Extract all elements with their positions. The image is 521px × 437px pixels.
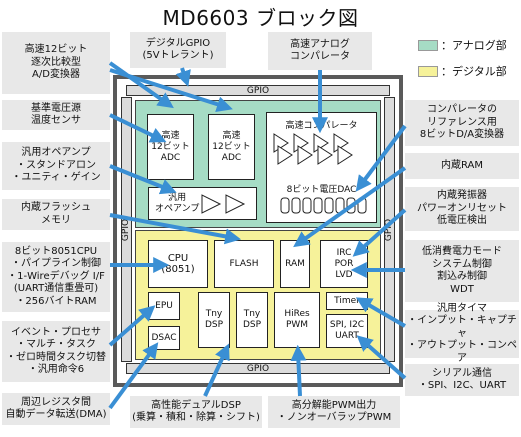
dac-label: 8ビット電圧DAC: [286, 185, 357, 195]
adc-block-1: 高速 12ビット ADC: [147, 114, 194, 180]
label-oscillator: 内蔵発振器 パワーオンリセット 低電圧検出: [405, 187, 519, 231]
label-comparator: 高速アナログ コンパレータ: [268, 32, 372, 70]
adc-block-2: 高速 12ビット ADC: [208, 114, 255, 180]
label-cpu: 8ビット8051CPU ・パイプライン制御 ・1-Wireデバッグ I/F (U…: [2, 242, 110, 312]
arrow-epu: [108, 305, 156, 347]
arrow-vref: [109, 113, 167, 143]
opamp-symbols: [201, 194, 246, 214]
arrow-irc: [352, 208, 407, 257]
arrow-adc-1: [108, 61, 174, 109]
dac-symbols: [280, 197, 367, 214]
gpio-bus-left: GPIO: [121, 97, 132, 362]
dsac-block: DSAC: [148, 326, 180, 350]
label-vref-temp: 基準電圧源 温度センサ: [2, 100, 110, 130]
diagram-title: MD6603 ブロック図: [162, 6, 359, 30]
label-event-processor: イベント・プロセサ ・マルチ・タスク ・ゼロ時間タスク切替 ・汎用命令6: [2, 321, 110, 382]
arrow-timer: [355, 297, 407, 328]
label-ram: 内蔵RAM: [405, 153, 519, 179]
legend-analog-swatch: [418, 40, 438, 51]
arrow-adc-2: [109, 68, 233, 112]
dsp-block-1: Tny DSP: [198, 292, 230, 348]
ram-block: RAM: [280, 240, 310, 288]
label-opamp: 汎用オペアンプ ・スタンドアロン ・ユニティ・ゲイン: [2, 142, 110, 190]
arrow-ram: [293, 166, 407, 248]
flash-block: FLASH: [214, 240, 274, 288]
arrow-dac: [355, 124, 407, 192]
label-power-mode: 低消費電力モード システム制御 割込み制御 WDT: [405, 240, 519, 302]
arrow-dsp: [203, 343, 230, 397]
label-serial: シリアル通信 ・SPI、I2C、UART: [405, 364, 519, 396]
arrow-opamp: [109, 164, 177, 195]
legend-analog-label: ：アナログ部: [441, 39, 507, 52]
label-pwm: 高分解能PWM出力 ・ノンオーバラップPWM: [268, 396, 400, 428]
arrow-flash: [109, 213, 242, 245]
arrow-gpio: [175, 67, 191, 87]
label-dac: コンパレータの リファレンス用 8ビットD/A変換器: [405, 100, 519, 146]
label-dma: 周辺レジスタ間 自動データ転送(DMA): [2, 393, 110, 425]
dsp-block-2: Tny DSP: [236, 292, 268, 348]
label-gpio: デジタルGPIO (5Vトレラント): [130, 32, 226, 68]
arrow-dsac: [108, 342, 159, 410]
label-adc: 高速12ビット 逐次比較型 A/D変換器: [2, 32, 110, 94]
gpio-bus-top: GPIO: [126, 85, 390, 96]
pwm-block: HiRes PWM: [274, 292, 320, 348]
label-flash: 内蔵フラッシュ メモリ: [2, 199, 110, 230]
arrow-serial: [356, 335, 407, 380]
legend-digital-label: ：デジタル部: [441, 65, 507, 78]
legend-digital-swatch: [418, 66, 438, 77]
comparator-symbols: [273, 133, 353, 165]
arrow-pwm: [290, 344, 307, 397]
label-dsp: 高性能デュアルDSP (乗算・積和・除算・シフト): [130, 396, 262, 428]
gpio-bus-bottom: GPIO: [126, 363, 390, 374]
